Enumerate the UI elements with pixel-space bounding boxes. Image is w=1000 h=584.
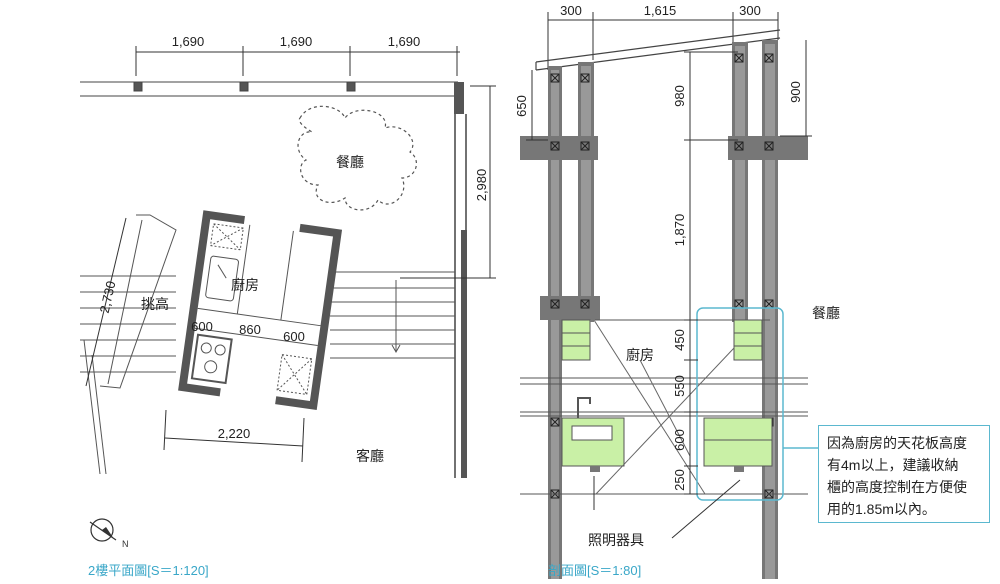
- plan-top-dimensions: [135, 46, 460, 76]
- section-dim-v-5: 600: [672, 429, 687, 451]
- storage-height-note: 因為廚房的天花板高度 有4m以上，建議收納 櫃的高度控制在方便使 用的1.85m…: [818, 425, 990, 523]
- floor-plan: 1,690 1,690 1,690 2,980 餐廳: [80, 34, 496, 549]
- kitchen-plan-block: [178, 210, 343, 410]
- plan-dim-left: 2,730: [97, 279, 119, 314]
- right-wall-cabinet: [733, 319, 763, 361]
- note-line-4: 用的1.85m以內。: [827, 501, 936, 517]
- light-fixture-leader: [593, 476, 741, 539]
- plan-right-dimension: [400, 85, 496, 279]
- section-kitchen-label: 廚房: [626, 347, 654, 363]
- section-drawing: 300 1,615 300: [514, 3, 840, 580]
- section-dim-v-3: 450: [672, 329, 687, 351]
- sink-base-cabinet: [561, 397, 625, 472]
- living-label: 客廳: [356, 448, 384, 464]
- dining-label: 餐廳: [336, 154, 364, 170]
- plan-dim-top-2: 1,690: [280, 34, 313, 49]
- void-outline: [99, 214, 177, 389]
- right-base-cabinet: [703, 417, 773, 472]
- section-dim-v-4: 550: [672, 375, 687, 397]
- section-side-dimensions: [526, 40, 812, 141]
- plan-dim-kitchen-2: 860: [239, 322, 261, 337]
- section-lower-slab: [540, 296, 600, 320]
- note-line-3: 櫃的高度控制在方便使: [827, 479, 967, 495]
- section-dim-left: 650: [514, 95, 529, 117]
- section-dim-v-2: 1,870: [672, 214, 687, 247]
- storage-highlight-box: [696, 307, 784, 501]
- section-dim-v-1: 980: [672, 85, 687, 107]
- left-wall-cabinet: [561, 319, 591, 361]
- plan-caption: 2樓平面圖[S＝1:120]: [88, 563, 209, 578]
- note-line-2: 有4m以上，建議收納: [827, 457, 959, 473]
- plan-right-wall: [454, 82, 467, 478]
- plan-dim-right: 2,980: [474, 169, 489, 202]
- section-caption: 剖面圖[S＝1:80]: [548, 563, 642, 578]
- plan-dim-kitchen-3: 600: [283, 329, 305, 344]
- plan-beam-lines: [80, 81, 458, 97]
- north-label: N: [122, 539, 129, 549]
- light-fixture-label: 照明器具: [588, 532, 644, 548]
- plan-dim-top-3: 1,690: [388, 34, 421, 49]
- section-dim-top-3: 300: [739, 3, 761, 18]
- void-label: 挑高: [141, 296, 169, 312]
- section-dim-right: 900: [788, 81, 803, 103]
- plan-bottom-dimension: [163, 409, 305, 463]
- section-dim-v-6: 250: [672, 469, 687, 491]
- north-arrow-icon: [89, 518, 117, 542]
- kitchen-plan-label: 廚房: [231, 277, 259, 293]
- dining-area-outline: [297, 105, 418, 211]
- section-floor-lines: [520, 377, 808, 495]
- plan-dim-kitchen-1: 600: [191, 319, 213, 334]
- section-left-columns: [548, 62, 594, 580]
- plan-stairs-right: [330, 271, 455, 359]
- plan-dim-top-1: 1,690: [172, 34, 205, 49]
- section-vertical-dimensions: [684, 51, 738, 495]
- section-dim-top-1: 300: [560, 3, 582, 18]
- note-line-1: 因為廚房的天花板高度: [827, 435, 967, 451]
- section-x-markers: [550, 53, 774, 499]
- section-dim-top-2: 1,615: [644, 3, 677, 18]
- plan-left-dimension: [85, 217, 127, 387]
- plan-dim-bottom: 2,220: [218, 426, 251, 441]
- section-dining-label: 餐廳: [812, 305, 840, 321]
- section-sightlines: [593, 319, 735, 495]
